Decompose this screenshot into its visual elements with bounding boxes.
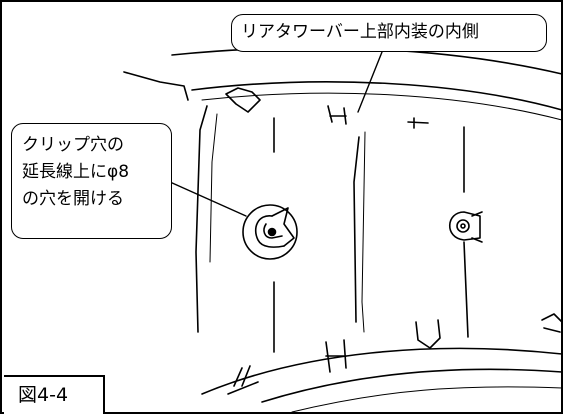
rib-line-2 (353, 136, 360, 323)
panel-left-edge (195, 105, 208, 333)
callout-left-line-2: 延長線上にφ8 (22, 162, 130, 182)
lower-h-bracket (325, 339, 347, 373)
callout-left-line-1: クリップ穴の (22, 135, 124, 155)
upper-left-clip-shape (225, 87, 261, 113)
panel-upper-fold-inner (201, 92, 563, 121)
lower-u-bracket (415, 319, 441, 349)
trim-clip-icon (449, 211, 483, 243)
rib-line-3-lower (463, 241, 469, 338)
callout-top-text: リアタワーバー上部内装の内側 (241, 22, 479, 42)
upper-h-bracket (327, 105, 347, 125)
left-callout-leader (169, 181, 247, 217)
figure-caption: 図4-4 (4, 375, 105, 414)
callout-left-line-3: の穴を開ける (22, 189, 124, 209)
panel-bottom-edge (201, 347, 563, 395)
lower-right-bracket (541, 313, 563, 333)
panel-left-edge-inner (209, 113, 218, 263)
panel-left-corner (123, 71, 189, 101)
lower-left-bracket (227, 365, 259, 395)
upper-pin-mark (407, 117, 429, 129)
clip-hole-with-drill-mark-icon (242, 204, 298, 260)
rib-line-2-inner (361, 131, 366, 333)
callout-drill-instruction: クリップ穴の 延長線上にφ8 の穴を開ける (11, 123, 172, 239)
panel-bottom-fold (261, 368, 563, 403)
panel-bottom-fold-inner (291, 386, 563, 413)
callout-rear-tower-bar-trim: リアタワーバー上部内装の内側 (231, 14, 547, 52)
figure-caption-text: 図4-4 (18, 384, 69, 406)
panel-upper-fold (191, 81, 563, 111)
top-callout-leader (357, 51, 383, 113)
